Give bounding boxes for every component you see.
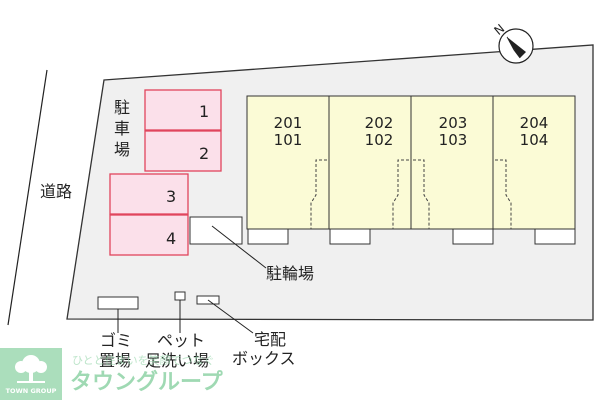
unit-3-stair-outline [413, 159, 430, 229]
parking-spot-2-number: 2 [199, 144, 209, 163]
watermark: TOWN GROUP ひとと住まいを笑顔でつなぐ タウングループ [0, 348, 224, 400]
building: 201 101 202 102 203 103 204 104 [246, 95, 576, 245]
delivery-box-label-bottom: ボックス [232, 349, 296, 368]
delivery-box-label-top: 宅配 [254, 330, 286, 349]
parking-area: 1 2 3 4 [109, 89, 222, 256]
bicycle-parking-area [189, 216, 243, 245]
unit-2-stair-outline [392, 159, 409, 229]
svg-text:車: 車 [114, 119, 130, 138]
parking-spot-4-number: 4 [166, 229, 176, 248]
road-edge-line [7, 69, 48, 326]
garbage-area [97, 296, 139, 310]
road-label: 道路 [40, 182, 72, 201]
brand-tagline: ひとと住まいを笑顔でつなぐ [72, 353, 215, 367]
pet-footwash-label-top: ペット [157, 331, 205, 350]
unit-1 [246, 95, 330, 230]
unit-2-lower-number: 102 [365, 131, 394, 149]
unit-1-lower-number: 101 [274, 131, 303, 149]
parking-spot-4 [109, 214, 189, 256]
unit-1-upper-number: 201 [274, 114, 303, 132]
tree-icon [15, 355, 47, 383]
unit-4 [492, 95, 576, 230]
delivery-box-leader [207, 299, 254, 334]
parking-spot-2 [144, 130, 222, 172]
unit-4-lower-number: 104 [520, 131, 549, 149]
unit-4-entrance [534, 228, 576, 245]
brand-logo-text: TOWN GROUP [6, 387, 57, 395]
unit-4-stair-outline [495, 159, 512, 229]
unit-4-upper-number: 204 [520, 114, 549, 132]
svg-text:場: 場 [114, 140, 130, 159]
bicycle-parking-label: 駐輪場 [266, 264, 314, 283]
parking-spot-3-number: 3 [166, 187, 176, 206]
garbage-label-top: ゴミ [100, 331, 132, 350]
unit-3 [410, 95, 494, 230]
parking-spot-1-number: 1 [199, 102, 209, 121]
unit-2 [328, 95, 412, 230]
unit-3-upper-number: 203 [439, 114, 468, 132]
unit-2-entrance [329, 228, 371, 245]
unit-3-lower-number: 103 [439, 131, 468, 149]
svg-text:駐: 駐 [114, 98, 130, 117]
brand-name: タウングループ [70, 369, 224, 395]
garbage-label-bottom: 置場 [99, 351, 131, 370]
unit-3-entrance [452, 228, 494, 245]
parking-spot-1 [144, 89, 222, 131]
parking-spot-3 [109, 173, 189, 215]
unit-1-entrance [247, 228, 289, 245]
pet-footwash-area [174, 291, 186, 301]
parking-label: 駐 車 場 [114, 98, 130, 159]
unit-1-stair-outline [310, 159, 327, 229]
bicycle-parking-leader [211, 225, 267, 269]
pet-footwash-label-bottom: 足洗い場 [145, 351, 209, 370]
unit-2-upper-number: 202 [365, 114, 394, 132]
